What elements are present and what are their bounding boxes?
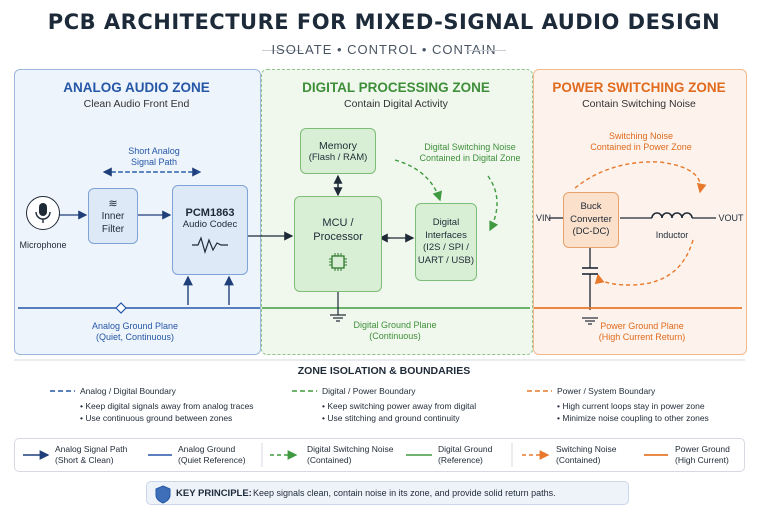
key-principle-label: KEY PRINCIPLE: [176, 488, 252, 499]
boundary-power-system-bullet-1: • High current loops stay in power zone [557, 401, 705, 411]
codec-block: PCM1863 Audio Codec [172, 185, 248, 275]
analog-zone-subtitle: Clean Audio Front End [83, 98, 190, 110]
filter-label: Inner Filter [101, 210, 125, 235]
power-ground-label: Power Ground Plane (High Current Return) [598, 321, 686, 342]
subtitle-rule-left [262, 50, 302, 51]
boundary-digital-power-bullet-1: • Keep switching power away from digital [322, 401, 477, 411]
boundary-analog-digital-bullet-2: • Use continuous ground between zones [80, 413, 233, 423]
interfaces-block: Digital Interfaces (I2S / SPI / UART / U… [415, 203, 477, 281]
memory-title: Memory [319, 139, 357, 152]
microphone-icon [26, 196, 60, 230]
buck-label: Buck Converter (DC-DC) [570, 201, 612, 238]
boundary-digital-power-bullet-2: • Use stitching and ground continuity [322, 413, 460, 423]
legend-power-ground: Power Ground (High Current) [675, 444, 730, 465]
key-principle-box [146, 481, 629, 505]
boundary-power-system-label: Power / System Boundary [557, 386, 656, 396]
vin-label: VIN [536, 213, 552, 223]
waveform-icon [192, 235, 228, 254]
power-zone-subtitle: Contain Switching Noise [582, 98, 696, 110]
codec-subtitle: Audio Codec [182, 218, 238, 230]
boundary-analog-digital-bullet-1: • Keep digital signals away from analog … [80, 401, 254, 411]
digital-ground-label: Digital Ground Plane (Continuous) [353, 320, 437, 341]
mcu-label: MCU / Processor [313, 217, 363, 243]
analog-zone-title: ANALOG AUDIO ZONE [63, 80, 210, 95]
power-zone-title: POWER SWITCHING ZONE [552, 80, 726, 95]
inductor-label: Inductor [655, 230, 689, 240]
filter-wave-icon: ≋ [108, 197, 118, 210]
interfaces-label: Digital Interfaces (I2S / SPI / UART / U… [417, 217, 475, 266]
microphone-label: Microphone [19, 240, 67, 250]
vout-label: VOUT [718, 213, 744, 223]
legend-switching-noise: Switching Noise (Contained) [556, 444, 617, 465]
legend-box [14, 438, 745, 472]
boundary-analog-digital-label: Analog / Digital Boundary [80, 386, 176, 396]
power-noise-label: Switching Noise Contained in Power Zone [590, 131, 692, 152]
legend-digital-ground: Digital Ground (Reference) [438, 444, 493, 465]
boundary-power-system-bullet-2: • Minimize noise coupling to other zones [557, 413, 709, 423]
memory-block: Memory (Flash / RAM) [300, 128, 376, 174]
legend-digital-noise: Digital Switching Noise (Contained) [307, 444, 394, 465]
digital-noise-label: Digital Switching Noise Contained in Dig… [419, 142, 521, 163]
codec-title: PCM1863 [185, 206, 235, 219]
filter-block: ≋ Inner Filter [88, 188, 138, 244]
digital-zone-title: DIGITAL PROCESSING ZONE [302, 80, 490, 95]
analog-ground-label: Analog Ground Plane (Quiet, Continuous) [91, 321, 179, 342]
digital-zone-subtitle: Contain Digital Activity [344, 98, 448, 110]
mcu-block: MCU / Processor [294, 196, 382, 292]
boundary-digital-power-label: Digital / Power Boundary [322, 386, 416, 396]
chip-icon [329, 253, 347, 271]
page-title: PCB ARCHITECTURE FOR MIXED-SIGNAL AUDIO … [47, 10, 721, 34]
subtitle-rule-right [466, 50, 506, 51]
boundaries-title: ZONE ISOLATION & BOUNDARIES [297, 365, 471, 377]
legend-analog-signal: Analog Signal Path (Short & Clean) [55, 444, 128, 465]
legend-analog-ground: Analog Ground (Quiet Reference) [178, 444, 246, 465]
memory-subtitle: (Flash / RAM) [308, 151, 368, 163]
short-path-label: Short Analog Signal Path [128, 146, 180, 167]
page-subtitle: ISOLATE • CONTROL • CONTAIN [271, 42, 497, 57]
buck-converter-block: Buck Converter (DC-DC) [563, 192, 619, 248]
key-principle-text: Keep signals clean, contain noise in its… [253, 488, 556, 498]
